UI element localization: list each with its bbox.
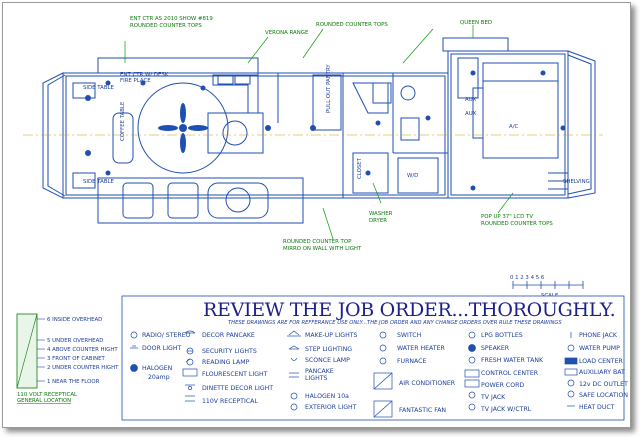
label-washer: WASHER — [369, 211, 393, 217]
label-w-d: W/D — [407, 173, 418, 179]
legend-110v-receptical: 110V RECEPTICAL — [202, 398, 258, 405]
label-dryer: DRYER — [369, 218, 387, 224]
legend-phone-jack: PHONE JACK — [579, 332, 618, 339]
label-coffee-table: COFFEE TABLE — [120, 101, 126, 141]
elev-inside-overhead: 6 INSIDE OVERHEAD — [47, 317, 102, 323]
label-rounded-tops-1: ROUNDED COUNTER TOPS — [130, 23, 202, 29]
legend-pancake: PANCAKE — [305, 368, 334, 375]
scale-bar: 0 1 2 3 4 5 6 SCALE — [510, 275, 584, 299]
label-lcd-tv: POP UP 37" LCD TV — [481, 214, 533, 220]
legend-halogen-20: HALOGEN — [142, 365, 173, 372]
floorplan-card: ENT CTR AS 2010 SHOW #819 ROUNDED COUNTE… — [2, 2, 631, 428]
label-shelving: SHELVING — [563, 179, 590, 185]
legend-dinette-light: DINETTE DECOR LIGHT — [202, 385, 273, 392]
legend-security-lights: SECURITY LIGHTS — [202, 348, 257, 355]
label-verona-range: VERONA RANGE — [265, 30, 309, 36]
fixture-markers — [85, 70, 566, 191]
legend-radio-stereo: RADIO/ STEREO — [142, 332, 191, 339]
label-rounded-counter-top: ROUNDED COUNTER TOP — [283, 239, 352, 245]
label-aux-1: AUX — [465, 97, 477, 103]
legend-subtitle: THESE DRAWINGS ARE FOR REFFERANCE USE ON… — [228, 320, 562, 326]
legend-halogen-10a: HALOGEN 10a — [305, 393, 349, 400]
label-closet: CLOSET — [357, 157, 363, 179]
label-queen-bed: QUEEN BED — [460, 20, 492, 26]
label-side-table-2: SIDE TABLE — [83, 179, 115, 185]
elev-under-overhead: 5 UNDER OVERHEAD — [47, 338, 103, 344]
label-rounded-tops-2: ROUNDED COUNTER TOPS — [316, 22, 388, 28]
label-side-table-1: SIDE TABLE — [83, 85, 115, 91]
label-ac-unit: A/C — [509, 124, 519, 130]
legend-power-cord: POWER CORD — [481, 382, 524, 389]
legend-12v-outlet: 12v DC OUTLET — [579, 381, 628, 388]
legend-tv-jack-ctrl: TV JACK W/CTRL — [480, 406, 532, 413]
legend-water-heater: WATER HEATER — [397, 345, 445, 352]
legend-water-pump: WATER PUMP — [579, 345, 620, 352]
legend-exterior-light: EXTERIOR LIGHT — [305, 404, 357, 411]
legend-door-light: DOOR LIGHT — [142, 345, 181, 352]
legend-reading-lamp: READING LAMP — [202, 359, 250, 366]
ceiling-fan-icon — [158, 103, 208, 153]
legend-air-conditioner: AIR CONDITIONER — [399, 380, 456, 387]
label-fire-place: FIRE PLACE — [120, 78, 151, 84]
legend-heat-duct: HEAT DUCT — [579, 404, 615, 411]
legend-load-center: LOAD CENTER — [579, 358, 623, 365]
elev-under-counter: 2 UNDER COUNTER HIGHT — [47, 365, 119, 371]
elev-front-cabinet: 3 FRONT OF CABINET — [47, 356, 106, 362]
legend-tv-jack: TV JACK — [480, 394, 506, 401]
legend-control-center: CONTROL CENTER — [481, 370, 539, 377]
label-aux-2: AUX — [465, 111, 477, 117]
legend-auxiliary-bat: AUXILIARY BAT — [579, 369, 625, 376]
label-pull-out-pantry: PULL OUT PANTRY — [326, 64, 332, 113]
legend-pancake-lights: LIGHTS — [305, 375, 327, 382]
legend-decor-pancake: DECOR PANCAKE — [202, 332, 255, 339]
legend-make-up-lights: MAKE-UP LIGHTS — [305, 332, 357, 339]
legend-flourescent-light: FLOURESCENT LIGHT — [202, 371, 268, 378]
scale-ticks: 0 1 2 3 4 5 6 — [510, 275, 545, 281]
label-mirror-wall: MIRRO ON WALL WITH LIGHT — [283, 246, 362, 252]
wall-elevation: 6 INSIDE OVERHEAD 5 UNDER OVERHEAD 4 ABO… — [16, 313, 119, 404]
legend-safe-location: SAFE LOCATION — [579, 392, 628, 399]
trailer-outline — [42, 37, 596, 224]
elev-receptical-note: 110 VOLT RECEPTICAL — [17, 392, 77, 398]
legend-lpg-bottles: LPG BOTTLES — [481, 332, 523, 339]
legend-step-lighting: STEP LIGHTING — [305, 346, 352, 353]
legend-switch: SWITCH — [397, 332, 422, 339]
legend-fantastic-fan: FANTASTIC FAN — [399, 407, 446, 414]
legend-halogen-amp: 20amp — [148, 374, 170, 381]
elev-general-location: GENERAL LOCATION — [17, 398, 71, 404]
label-rounded-tops-3: ROUNDED COUNTER TOPS — [481, 221, 553, 227]
legend-icons — [130, 330, 578, 418]
legend-speaker: SPEAKER — [481, 345, 510, 352]
elev-above-counter: 4 ABOVE COUNTER HIGHT — [47, 347, 118, 353]
floorplan-drawing: ENT CTR AS 2010 SHOW #819 ROUNDED COUNTE… — [16, 16, 628, 421]
legend-box — [121, 295, 625, 421]
legend-sconce-lamp: SCONCE LAMP — [305, 357, 350, 364]
label-ent-ctr-desk: ENT CTR W/ DESK — [120, 72, 169, 78]
legend-labels: RADIO/ STEREO DOOR LIGHT HALOGEN 20amp D… — [142, 332, 628, 414]
label-ent-ctr: ENT CTR AS 2010 SHOW #819 — [130, 16, 213, 22]
elev-near-floor: 1 NEAR THE FLOOR — [47, 379, 100, 385]
legend-furnace: FURNACE — [397, 358, 426, 365]
legend-fresh-water-tank: FRESH WATER TANK — [481, 357, 544, 364]
legend-title: REVIEW THE JOB ORDER...THOROUGHLY. — [203, 299, 615, 321]
